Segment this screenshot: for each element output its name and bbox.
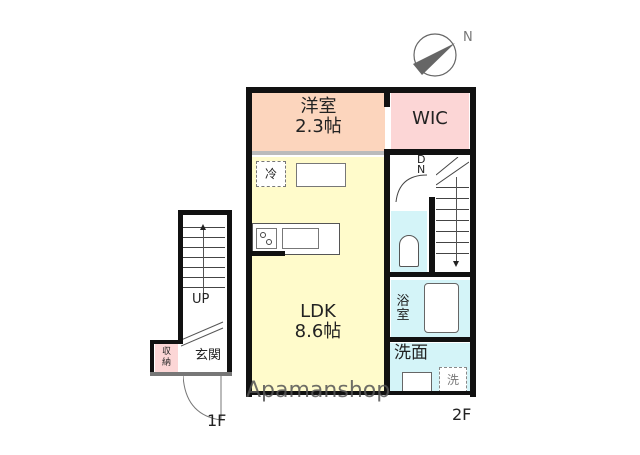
down-label: D N (417, 153, 426, 176)
washbasin (402, 372, 432, 392)
arrow-up-icon (200, 224, 206, 230)
wic-label: WIC (412, 108, 448, 129)
toilet-room (391, 211, 427, 273)
up-label: UP (192, 292, 210, 307)
ldk-label: LDK 8.6帖 (294, 301, 342, 342)
entrance-label: 玄関 (195, 348, 222, 363)
compass: N (410, 30, 480, 80)
stairs-down[interactable] (436, 157, 469, 271)
washer-space: 洗 (439, 367, 467, 393)
floor-label-2f: 2F (452, 405, 472, 424)
stairs-up[interactable] (181, 215, 225, 300)
ldk-room (252, 157, 384, 394)
first-floor-plan: UP 収 納 玄関 (150, 210, 235, 421)
storage: 収 納 (155, 344, 178, 374)
western-room (252, 93, 385, 151)
kitchen-counter (296, 163, 346, 187)
toilet-icon (399, 235, 419, 267)
stair-landing: D N (391, 153, 431, 205)
bathtub (424, 283, 459, 333)
wic-room (391, 93, 469, 151)
western-room-label: 洋室 2.3帖 (295, 96, 342, 137)
entrance-door[interactable] (183, 375, 233, 435)
stove (256, 228, 277, 249)
fridge-space: 冷 (256, 161, 286, 187)
north-label: N (463, 30, 473, 45)
arrow-down-icon (453, 261, 459, 267)
second-floor-plan: 洋室 2.3帖 WIC LDK 8.6帖 冷 D N (246, 87, 476, 397)
washroom-label: 洗面 (394, 343, 428, 363)
sink (282, 228, 319, 249)
floor-label-1f: 1F (207, 411, 227, 430)
watermark: Apamanshop (246, 378, 391, 403)
bath-label: 浴 室 (396, 294, 410, 324)
compass-icon (413, 33, 457, 77)
